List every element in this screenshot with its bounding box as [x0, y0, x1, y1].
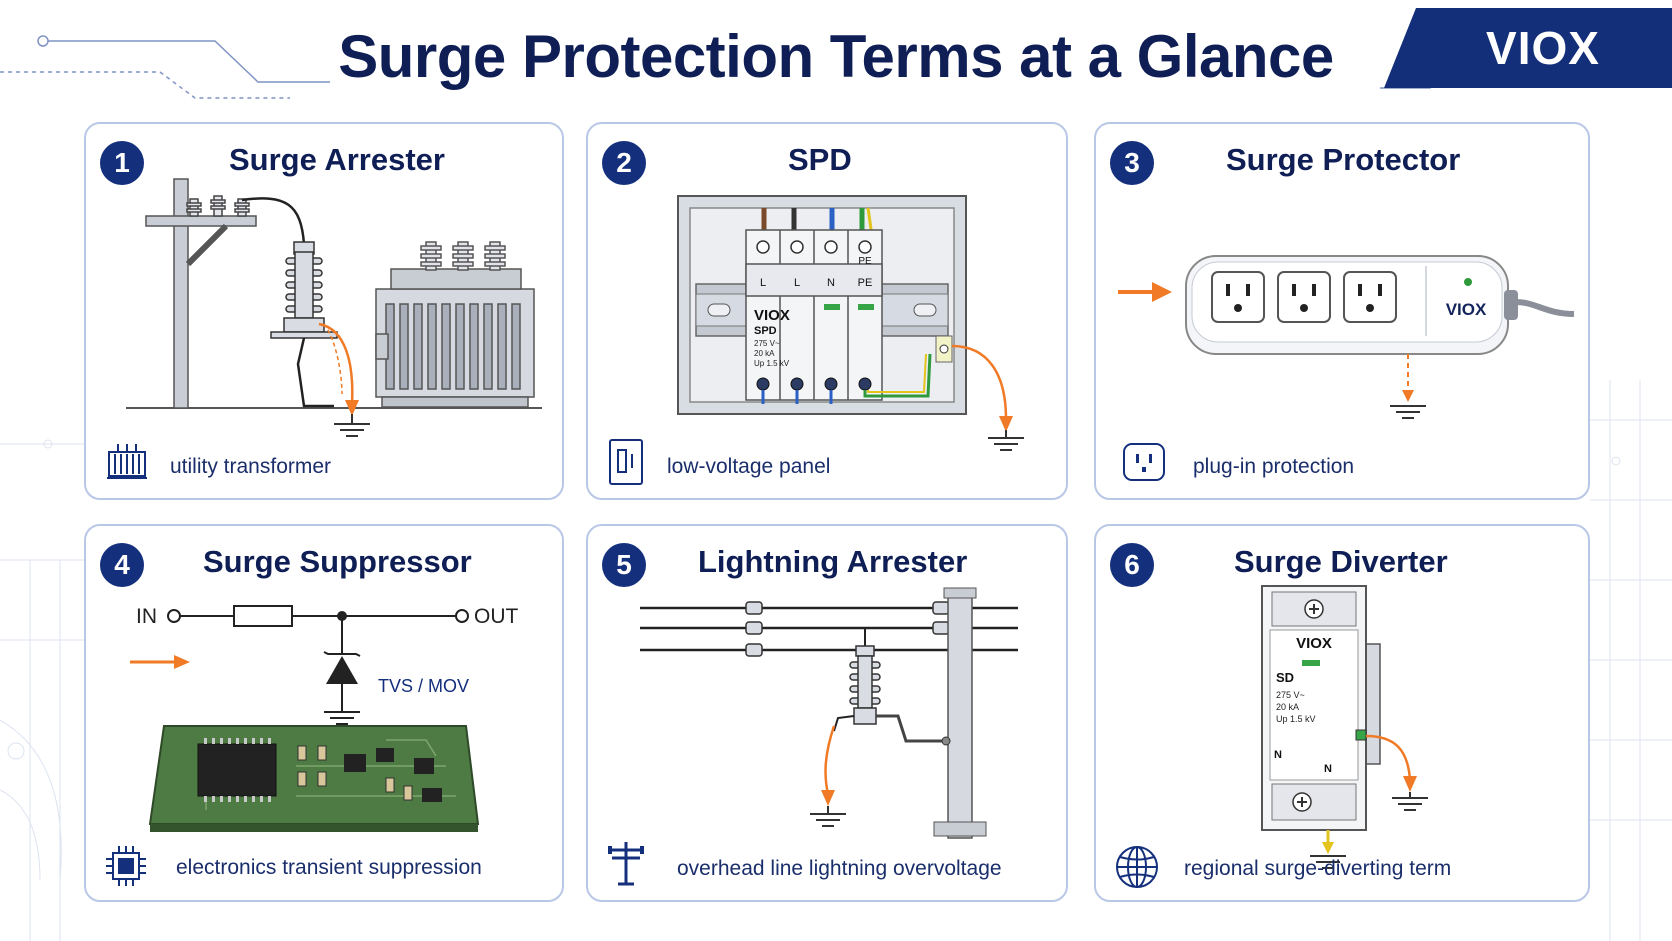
suppressor-circuit-illustration: IN OUT TVS / MOV	[130, 605, 519, 832]
device-spec: 20 kA	[754, 349, 775, 358]
card-number-badge: 2	[602, 141, 646, 185]
strip-brand: VIOX	[1446, 300, 1487, 319]
card-title: SPD	[788, 142, 852, 177]
circuit-component-label: TVS / MOV	[378, 676, 469, 696]
card-number-badge: 1	[100, 141, 144, 185]
card-surge-diverter: 6 Surge Diverter VIOX SD 275 V~ 20 kA Up…	[1094, 524, 1590, 902]
surge-diverter-illustration: VIOX SD 275 V~ 20 kA Up 1.5 kV N N	[1261, 585, 1428, 869]
circuit-in-label: IN	[136, 605, 157, 628]
card-lightning-arrester: 5 Lightning Arrester	[586, 524, 1068, 902]
card-title: Lightning Arrester	[698, 544, 968, 579]
outlet-icon	[1123, 443, 1165, 481]
card-surge-arrester: 1 Surge Arrester	[84, 122, 564, 500]
card-caption: regional surge-diverting term	[1184, 857, 1452, 880]
card-spd: 2 SPD L L N PE PE V	[586, 122, 1068, 500]
card-title: Surge Protector	[1226, 142, 1461, 177]
pole-label: PE	[858, 277, 873, 289]
panel-icon	[609, 439, 643, 485]
power-pole-icon	[608, 842, 644, 886]
card-surge-protector: 3 Surge Protector VIOX	[1094, 122, 1590, 500]
card-title: Surge Arrester	[229, 142, 445, 177]
power-strip-illustration: VIOX	[1118, 255, 1575, 419]
card-title: Surge Suppressor	[203, 544, 472, 579]
device-spec: Up 1.5 kV	[1276, 714, 1316, 724]
device-brand: VIOX	[1296, 635, 1332, 652]
page-title: Surge Protection Terms at a Glance	[338, 23, 1334, 90]
pole-label: L	[760, 277, 766, 289]
chip-icon	[106, 846, 146, 886]
pole-label: N	[827, 277, 835, 289]
pe-label: PE	[858, 256, 872, 267]
card-caption: utility transformer	[170, 455, 332, 478]
transformer-icon	[107, 444, 147, 479]
card-number-badge: 4	[100, 543, 144, 587]
device-spec: 275 V~	[754, 339, 780, 348]
circuit-out-label: OUT	[474, 605, 519, 628]
card-number-badge: 3	[1110, 141, 1154, 185]
card-surge-suppressor: 4 Surge Suppressor IN OUT TVS / MOV	[84, 524, 564, 902]
surge-arrester-transformer-illustration	[126, 178, 542, 437]
viox-logo: VIOX	[1384, 8, 1672, 88]
card-number-badge: 6	[1110, 543, 1154, 587]
card-title: Surge Diverter	[1234, 544, 1448, 579]
terminal-label: N	[1274, 749, 1282, 761]
card-caption: plug-in protection	[1193, 455, 1355, 478]
device-spec: 275 V~	[1276, 690, 1305, 700]
card-caption: electronics transient suppression	[176, 856, 482, 879]
globe-icon	[1116, 846, 1158, 888]
card-number-badge: 5	[602, 543, 646, 587]
card-caption: overhead line lightning overvoltage	[677, 857, 1002, 880]
lightning-arrester-illustration	[640, 587, 1018, 839]
device-spec: Up 1.5 kV	[754, 359, 790, 368]
card-caption: low-voltage panel	[667, 455, 831, 478]
device-model: SD	[1276, 670, 1294, 685]
device-brand: VIOX	[754, 307, 790, 324]
device-model: SPD	[754, 325, 777, 337]
device-spec: 20 kA	[1276, 702, 1299, 712]
pole-label: L	[794, 277, 800, 289]
terminal-label: N	[1324, 763, 1332, 775]
spd-panel-illustration: L L N PE PE VIOX SPD 275 V~ 20 kA Up 1.5…	[677, 195, 1024, 451]
